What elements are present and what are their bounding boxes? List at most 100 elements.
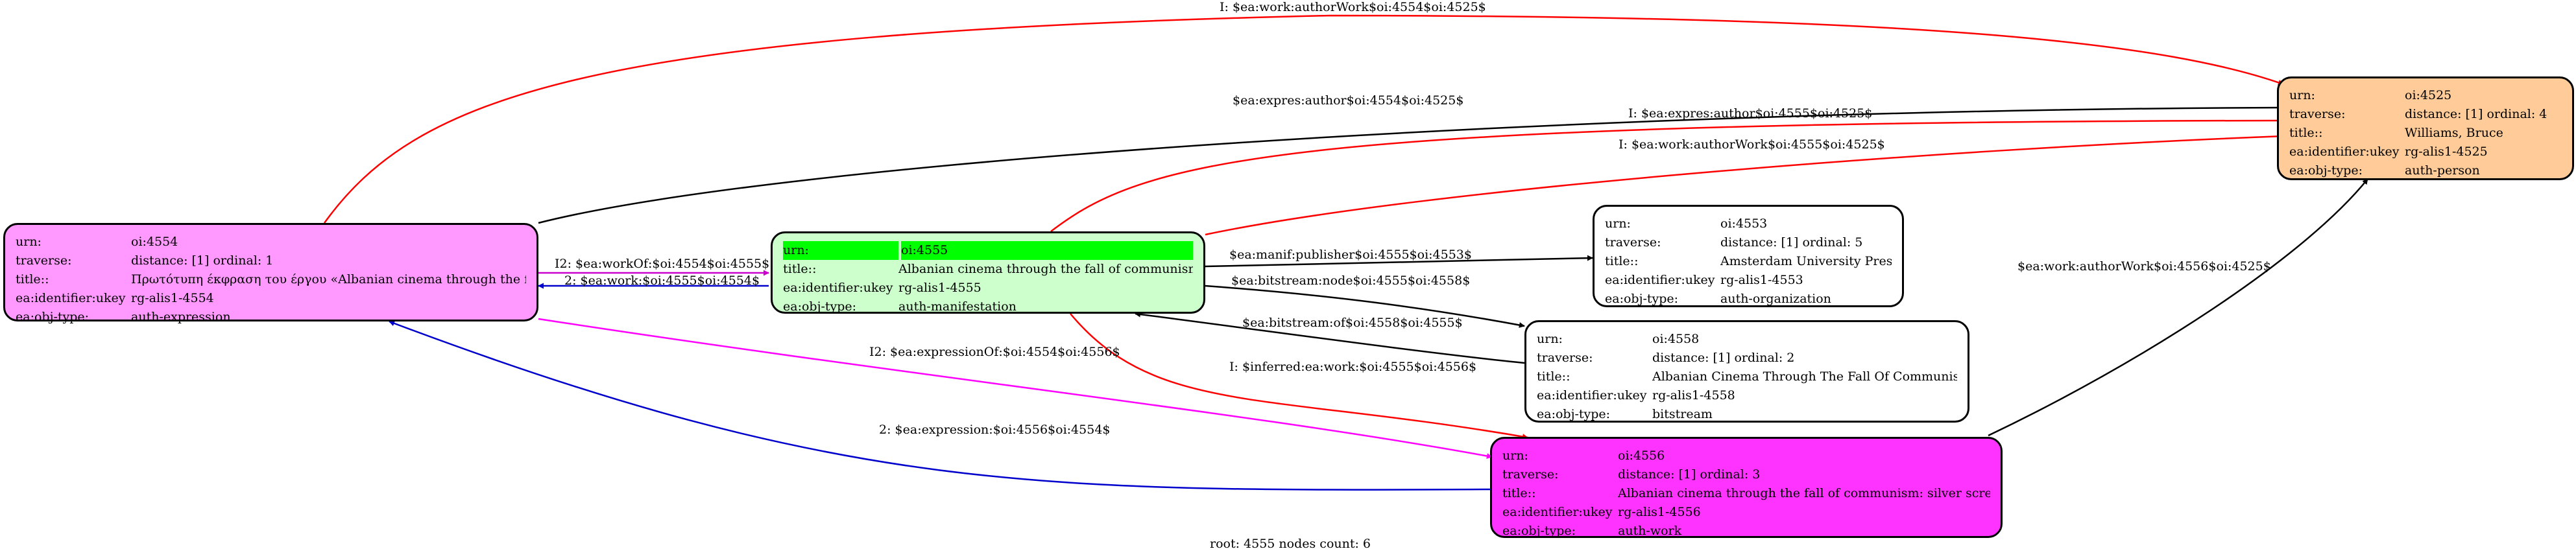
row-key: urn: bbox=[1502, 449, 1528, 463]
row-value: Amsterdam University Press bbox=[1720, 254, 1892, 268]
row-key: ea:obj-type: bbox=[2289, 163, 2363, 178]
row-value: auth-manifestation bbox=[898, 299, 1017, 314]
row-key: ea:identifier:ukey bbox=[16, 291, 126, 305]
row-value: rg-alis1-4555 bbox=[898, 281, 981, 295]
row-key: ea:identifier:ukey bbox=[1537, 388, 1647, 402]
row-key: title:: bbox=[1502, 486, 1536, 500]
row-key: urn: bbox=[783, 241, 898, 260]
row-key: ea:obj-type: bbox=[783, 299, 857, 314]
row-key: traverse: bbox=[1537, 351, 1593, 365]
edge-label-e1: I: $ea:work:authorWork$oi:4554$oi:4525$ bbox=[1220, 0, 1486, 14]
node-oi-4555-root[interactable]: urn:oi:4555 title::Albanian cinema throu… bbox=[771, 231, 1205, 314]
row-value: rg-alis1-4525 bbox=[2405, 145, 2488, 159]
edge-label-e7: $ea:manif:publisher$oi:4555$oi:4553$ bbox=[1229, 248, 1472, 262]
row-value: auth-work bbox=[1618, 524, 1682, 538]
row-value: distance: [1] ordinal: 5 bbox=[1720, 235, 1863, 250]
row-value: rg-alis1-4554 bbox=[131, 291, 214, 305]
row-value: oi:4525 bbox=[2405, 88, 2452, 102]
node-row-obj-type: ea:obj-type: auth-manifestation bbox=[783, 298, 1193, 316]
node-row-obj-type: ea:obj-type: auth-organization bbox=[1605, 290, 1892, 309]
row-key: title:: bbox=[16, 272, 49, 286]
node-row-title: title::Albanian cinema through the fall … bbox=[1502, 484, 1990, 503]
edge-e7 bbox=[1205, 255, 1593, 268]
row-key: ea:obj-type: bbox=[1502, 524, 1576, 538]
edge-e10 bbox=[1070, 313, 1528, 440]
edge-label-e8: $ea:bitstream:node$oi:4555$oi:4558$ bbox=[1231, 274, 1471, 288]
row-key: traverse: bbox=[1605, 235, 1661, 250]
row-value: oi:4553 bbox=[1720, 216, 1768, 231]
node-row-obj-type: ea:obj-type: auth-work bbox=[1502, 522, 1990, 541]
edge-label-e5: I2: $ea:workOf:$oi:4554$oi:4555$ bbox=[555, 257, 770, 271]
node-oi-4553[interactable]: urn: oi:4553 traverse: distance: [1] ordin… bbox=[1593, 205, 1904, 307]
edge-e2 bbox=[538, 104, 2284, 224]
edge-e8 bbox=[1205, 285, 1525, 328]
node-row-urn: urn: oi:4556 bbox=[1502, 447, 1990, 465]
node-row-traverse: traverse: distance: [1] ordinal: 3 bbox=[1502, 465, 1990, 484]
row-key: title:: bbox=[2289, 126, 2323, 140]
row-key: ea:obj-type: bbox=[1605, 292, 1679, 306]
row-value: distance: [1] ordinal: 4 bbox=[2405, 107, 2547, 121]
edge-e1 bbox=[323, 14, 2284, 224]
row-value: auth-expression bbox=[131, 310, 231, 324]
row-key: title:: bbox=[1605, 254, 1639, 268]
row-value: oi:4556 bbox=[1618, 449, 1665, 463]
edge-e11 bbox=[538, 318, 1493, 459]
node-oi-4525[interactable]: urn: oi:4525 traverse: distance: [1] ordin… bbox=[2277, 76, 2574, 180]
edge-label-e11: I2: $ea:expressionOf:$oi:4554$oi:4556$ bbox=[869, 345, 1120, 359]
row-key: urn: bbox=[1605, 216, 1631, 231]
row-value: bitstream bbox=[1652, 407, 1713, 421]
node-row-urn: urn: oi:4525 bbox=[2289, 86, 2562, 105]
row-key: title:: bbox=[1537, 369, 1571, 384]
edge-label-e4: I: $ea:work:authorWork$oi:4555$oi:4525$ bbox=[1619, 137, 1885, 152]
edge-label-e12: 2: $ea:expression:$oi:4556$oi:4554$ bbox=[879, 423, 1111, 437]
node-row-identifier: ea:identifier:ukey rg-alis1-4554 bbox=[16, 289, 526, 308]
row-key: urn: bbox=[16, 235, 42, 249]
edge-e12 bbox=[389, 320, 1493, 491]
edge-label-e13: $ea:work:authorWork$oi:4556$oi:4525$ bbox=[2017, 259, 2271, 274]
row-value: auth-organization bbox=[1720, 292, 1831, 306]
edge-e9 bbox=[1135, 311, 1525, 364]
row-key: traverse: bbox=[16, 253, 72, 268]
row-value: Albanian Cinema Through The Fall Of Comm… bbox=[1652, 369, 1957, 384]
row-value: distance: [1] ordinal: 3 bbox=[1618, 467, 1761, 482]
node-row-urn: urn: oi:4553 bbox=[1605, 215, 1892, 233]
row-value: Albanian cinema through the fall of comm… bbox=[898, 262, 1193, 276]
node-row-traverse: traverse: distance: [1] ordinal: 5 bbox=[1605, 233, 1892, 252]
row-value: distance: [1] ordinal: 1 bbox=[131, 253, 274, 268]
row-key: traverse: bbox=[1502, 467, 1559, 482]
node-oi-4554[interactable]: urn: oi:4554 traverse: distance: [1] ordin… bbox=[3, 223, 538, 324]
node-row-title: title::Albanian cinema through the fall … bbox=[783, 260, 1193, 279]
row-value: Williams, Bruce bbox=[2405, 126, 2503, 140]
node-row-urn: urn:oi:4555 bbox=[783, 241, 1193, 260]
node-oi-4556[interactable]: urn: oi:4556 traverse: distance: [1] ordin… bbox=[1490, 437, 2003, 538]
row-value: oi:4555 bbox=[901, 241, 1193, 260]
node-row-urn: urn: oi:4554 bbox=[16, 233, 526, 251]
edge-label-e2: $ea:expres:author$oi:4554$oi:4525$ bbox=[1233, 93, 1464, 108]
row-value: Albanian cinema through the fall of comm… bbox=[1618, 486, 1990, 500]
node-oi-4558[interactable]: urn:oi:4558 traverse:distance: [1] ordin… bbox=[1524, 320, 1969, 423]
node-row-title: title::Williams, Bruce bbox=[2289, 124, 2562, 143]
node-row-identifier: ea:identifier:ukey rg-alis1-4555 bbox=[783, 279, 1193, 298]
row-value: Πρωτότυπη έκφραση του έργου «Albanian ci… bbox=[131, 272, 526, 286]
node-row-title: title::Albanian Cinema Through The Fall … bbox=[1537, 368, 1957, 386]
row-key: ea:identifier:ukey bbox=[1502, 505, 1613, 519]
row-value: distance: [1] ordinal: 2 bbox=[1652, 351, 1795, 365]
edge-e4 bbox=[1205, 133, 2284, 236]
row-value: rg-alis1-4553 bbox=[1720, 273, 1803, 287]
row-value: oi:4554 bbox=[131, 235, 178, 249]
row-value: auth-person bbox=[2405, 163, 2480, 178]
row-key: ea:identifier:ukey bbox=[2289, 145, 2400, 159]
edge-label-e9: $ea:bitstream:of$oi:4558$oi:4555$ bbox=[1242, 316, 1463, 330]
row-key: ea:identifier:ukey bbox=[783, 281, 893, 295]
node-row-obj-type: ea:obj-type:bitstream bbox=[1537, 405, 1957, 424]
edge-e3 bbox=[1050, 117, 2284, 232]
row-value: oi:4558 bbox=[1652, 332, 1700, 346]
row-key: urn: bbox=[2289, 88, 2315, 102]
edge-label-e3: I: $ea:expres:author$oi:4555$oi:4525$ bbox=[1628, 106, 1873, 121]
row-key: traverse: bbox=[2289, 107, 2346, 121]
row-key: title:: bbox=[783, 262, 817, 276]
node-row-title: title::Amsterdam University Press bbox=[1605, 252, 1892, 271]
row-key: ea:obj-type: bbox=[16, 310, 90, 324]
